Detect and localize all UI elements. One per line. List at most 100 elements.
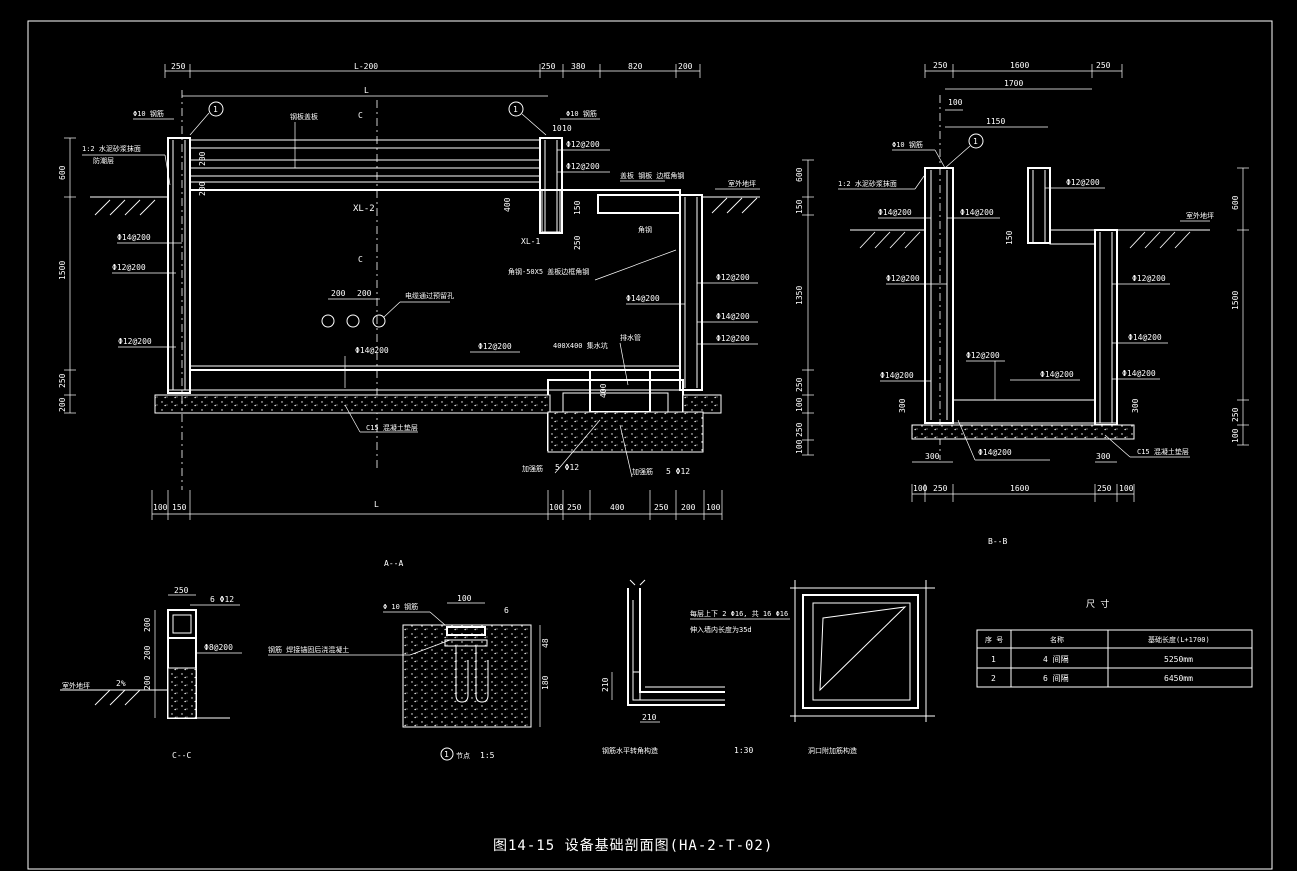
aa-bot-dim-1: 100 [153,503,168,512]
drawing-title: 图14-15 设备基础剖面图(HA-2-T-02) [493,837,773,854]
aa-rebar-1: Φ14@200 [117,233,151,242]
pipe-hole-1 [321,314,335,328]
bb-top-dim-3: 250 [1096,61,1111,70]
bb-rebar-2: Φ14@200 [878,208,912,217]
aa-c-top: C [358,111,363,120]
cc-slope: 2% [116,679,126,688]
size-table: 尺 寸 序 号 名称 基础长度(L+1700) 1 4 间隔 5250mm 2 … [976,598,1253,688]
aa-top-dim-3: 250 [541,62,556,71]
cc-dim-250: 250 [174,586,189,595]
bb-bot-dim-2: 250 [933,484,948,493]
bb-dim-150: 150 [1005,230,1014,245]
table-header-name: 名称 [1050,635,1064,644]
table-r1-no: 1 [991,655,996,664]
aa-top-dim-4: 380 [571,62,586,71]
marker-1-left [208,101,224,117]
cc-dim-200c: 200 [143,675,152,690]
bb-mortar: 1:2 水泥砂浆抹面 [838,179,897,188]
bb-dim-100: 100 [948,98,963,107]
aa-right-dim-150: 150 [795,199,804,214]
d1-dim-180: 180 [541,675,550,690]
table-r2-name: 6 间隔 [1043,674,1069,683]
pipe-hole-2 [346,314,360,328]
bb-marker-1-text: 1 [973,137,978,146]
aa-rebar-3: Φ12@200 [118,337,152,346]
aa-bot-dim-7: 250 [654,503,669,512]
bb-top-dim-2: 1600 [1010,61,1029,70]
bb-label: B--B [988,537,1007,546]
bb-bot-300a: 300 [925,452,940,461]
bb-dim-1150: 1150 [986,117,1005,126]
aa-top-dim-5: 820 [628,62,643,71]
bb-bot-dim-4: 250 [1097,484,1112,493]
d1-phi10: Φ 10 钢筋 [383,602,418,611]
bb-outdoor: 室外地坪 [1186,211,1214,220]
cc-label: C--C [172,751,191,760]
bb-rebar-10: Φ14@200 [1122,369,1156,378]
aa-sump-dim: 400 [599,383,608,398]
aa-dim-250: 250 [573,235,582,250]
bb-rside-1500: 1500 [1231,291,1240,310]
detail-2: 每层上下 2 Φ16, 共 16 Φ16 伸入墙内长度为35d 210 210 … [601,579,790,755]
aa-rebar-7: Φ12@200 [566,162,600,171]
table-r1-len: 5250mm [1164,655,1193,664]
aa-left-dim-600: 600 [58,165,67,180]
aa-angle-steel: 角钢 [638,225,652,234]
d1-dim-48: 48 [541,638,550,648]
cc-dim-200b: 200 [143,645,152,660]
aa-waterproof: 防潮层 [93,156,114,165]
aa-label: A--A [384,559,403,568]
table-header-len: 基础长度(L+1700) [1148,635,1210,644]
d2-note2: 伸入墙内长度为35d [690,625,752,634]
aa-rebar-10: Φ12@200 [716,273,750,282]
aa-bot-dim-8: 200 [681,503,696,512]
marker-1-right [508,101,524,117]
bb-right-300: 300 [1131,398,1140,413]
aa-xl1: XL-1 [521,237,540,246]
aa-dim-200-2: 200 [357,289,372,298]
cc-outdoor: 室外地坪 [62,681,90,690]
cc-stirrup: Φ8@200 [204,643,233,652]
detail-3: 洞口附加筋构造 [790,580,935,755]
aa-rebar-8: Φ14@200 [626,294,660,303]
aa-bot-dim-4: 100 [549,503,564,512]
bb-phi10: Φ10 钢筋 [892,140,923,149]
aa-angle-note: 角钢-50X5 盖板边框角钢 [508,267,589,276]
section-cc: 250 6 Φ12 Φ8@200 200 200 200 室外地坪 2% C--… [60,586,242,760]
bb-c15: C15 混凝土垫层 [1137,447,1189,456]
cc-dim-200a: 200 [143,617,152,632]
aa-cover-plate: 钢板盖板 [290,112,318,121]
aa-outdoor: 室外地坪 [728,179,756,188]
aa-right-dim-600: 600 [795,167,804,182]
d1-marker-text: 1 [444,750,449,759]
aa-dim-150: 150 [573,200,582,215]
aa-right-dim-250: 250 [795,377,804,392]
d2-dim-210: 210 [601,677,610,692]
aa-pipe-hole-label: 电缆通过预留孔 [405,291,454,300]
aa-reinf-1: 加强筋 [522,464,543,473]
pipe-hole-3 [372,314,386,328]
marker-1-left-text: 1 [213,105,218,114]
aa-c-mid: C [358,255,363,264]
d2-scale: 1:30 [734,746,753,755]
aa-bot-dim-2: 150 [172,503,187,512]
aa-reinf-2: 加强筋 [632,467,653,476]
bb-rebar-9: Φ14@200 [1040,370,1074,379]
bb-bot-dim-5: 100 [1119,484,1134,493]
d2-dim-210b: 210 [642,713,657,722]
aa-rebar-5: Φ12@200 [478,342,512,351]
d1-scale: 1:5 [480,751,495,760]
aa-phi10-left: Φ10 钢筋 [133,109,164,118]
aa-right-dim-100b: 100 [795,439,804,454]
bb-rebar-8: Φ14@200 [880,371,914,380]
bb-rebar-5: Φ12@200 [1132,274,1166,283]
aa-rebar-6: Φ12@200 [566,140,600,149]
aa-dim-200b: 200 [198,181,207,196]
bb-rebar-1: Φ12@200 [1066,178,1100,187]
cc-bar-top: 6 Φ12 [210,595,234,604]
table-header-no: 序 号 [985,635,1003,644]
bb-top-dim-1: 250 [933,61,948,70]
bb-marker-1 [968,133,984,149]
aa-rebar-2: Φ12@200 [112,263,146,272]
